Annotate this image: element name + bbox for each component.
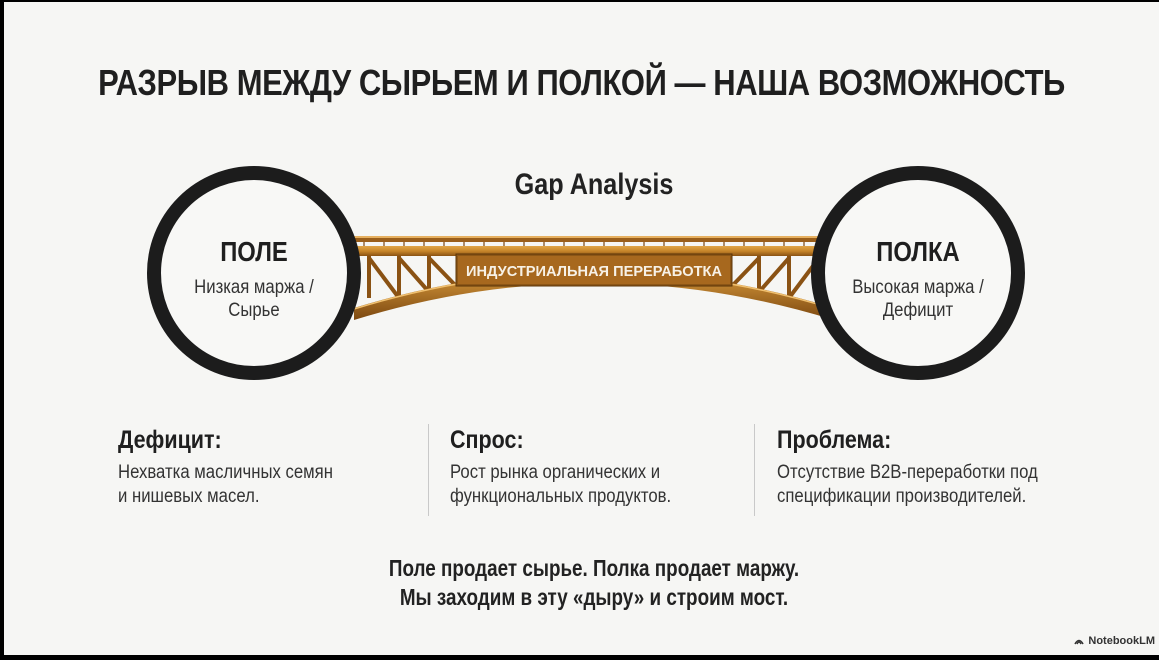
column-problem-line2: спецификации производителей. [777, 486, 1027, 507]
column-demand-heading: Спрос: [450, 426, 524, 454]
column-problem-text: Отсутствие B2B-переработки под специфика… [777, 461, 1076, 509]
brand-watermark: NotebookLM [1074, 635, 1155, 647]
column-problem: Проблема: Отсутствие B2B-переработки под… [777, 426, 1077, 509]
column-divider [428, 424, 429, 516]
column-deficit-heading: Дефицит: [118, 426, 222, 454]
bridge-top-rail-highlight [354, 236, 834, 238]
circle-field-title: ПОЛЕ [220, 236, 288, 267]
bridge-truss-left [367, 256, 458, 300]
column-deficit-line1: Нехватка масличных семян [118, 462, 333, 483]
circle-field-line1: Низкая маржа / [194, 277, 314, 298]
bridge-top-rail [354, 236, 834, 242]
column-demand-line2: функциональных продуктов. [450, 486, 672, 507]
slide: РАЗРЫВ МЕЖДУ СЫРЬЕМ И ПОЛКОЙ — НАША ВОЗМ… [4, 2, 1159, 655]
column-deficit: Дефицит: Нехватка масличных семян и нише… [118, 426, 418, 509]
bottom-statement-line2: Мы заходим в эту «дыру» и строим мост. [399, 584, 789, 610]
column-problem-line1: Отсутствие B2B-переработки под [777, 462, 1038, 483]
circle-shelf: ПОЛКА Высокая маржа / Дефицит [811, 166, 1025, 380]
circle-shelf-text: Высокая маржа / Дефицит [836, 276, 1000, 322]
notebooklm-logo-icon [1074, 639, 1085, 645]
slide-subtitle: Gap Analysis [514, 168, 674, 201]
circle-shelf-line1: Высокая маржа / [852, 277, 984, 298]
bridge-label: ИНДУСТРИАЛЬНАЯ ПЕРЕРАБОТКА [466, 263, 722, 280]
brand-name: NotebookLM [1088, 635, 1155, 647]
circle-shelf-line2: Дефицит [882, 300, 954, 321]
column-demand-text: Рост рынка органических и функциональных… [450, 461, 749, 509]
bottom-statement-line1: Поле продает сырье. Полка продает маржу. [388, 555, 800, 581]
slide-title: РАЗРЫВ МЕЖДУ СЫРЬЕМ И ПОЛКОЙ — НАША ВОЗМ… [98, 62, 1065, 103]
bottom-statement: Поле продает сырье. Полка продает маржу.… [110, 554, 1078, 612]
circle-field-line2: Сырье [228, 300, 280, 321]
bridge-graphic: ИНДУСТРИАЛЬНАЯ ПЕРЕРАБОТКА [352, 236, 836, 320]
circle-field: ПОЛЕ Низкая маржа / Сырье [147, 166, 361, 380]
column-problem-heading: Проблема: [777, 426, 892, 454]
column-demand: Спрос: Рост рынка органических и функцио… [450, 426, 750, 509]
column-demand-line1: Рост рынка органических и [450, 462, 661, 483]
bridge-deck [352, 246, 836, 256]
circle-field-text: Низкая маржа / Сырье [172, 276, 336, 322]
column-deficit-text: Нехватка масличных семян и нишевых масел… [118, 461, 417, 509]
circle-shelf-title: ПОЛКА [876, 236, 960, 267]
column-divider [754, 424, 755, 516]
column-deficit-line2: и нишевых масел. [118, 486, 260, 507]
